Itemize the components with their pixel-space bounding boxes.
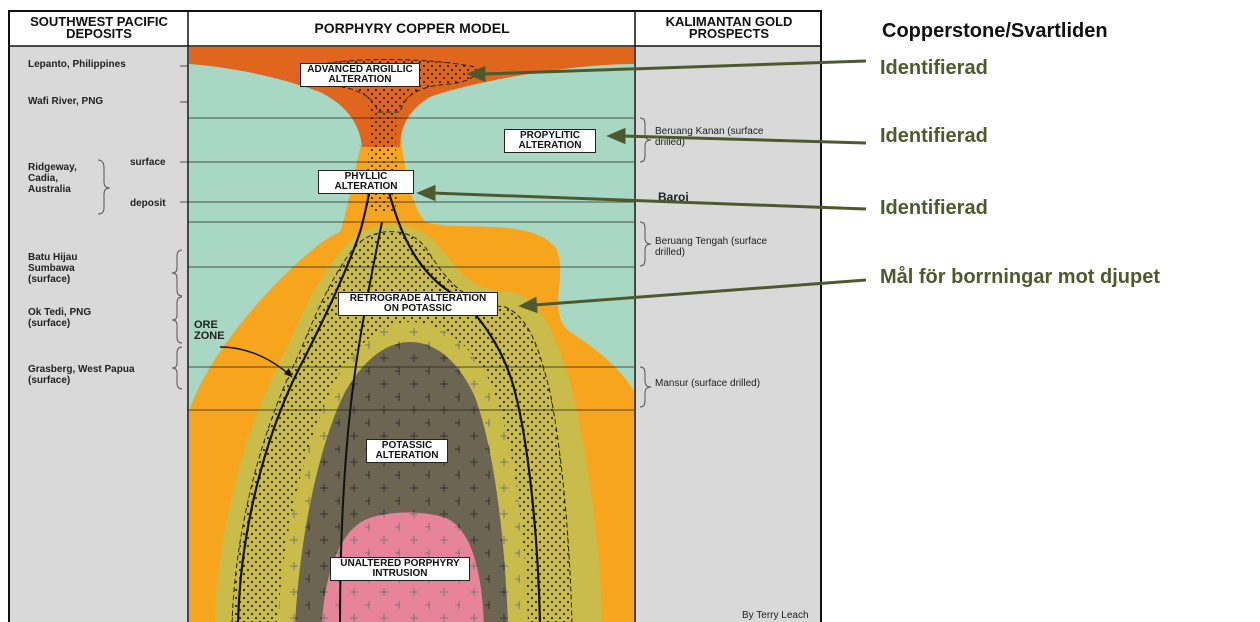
ore-shell-outline [231, 231, 573, 622]
label-potassic: POTASSIC ALTERATION [366, 439, 448, 463]
ore-zone-pointer [219, 346, 293, 378]
label-deposit: deposit [130, 198, 166, 209]
label-retrograde: RETROGRADE ALTERATION ON POTASSIC [338, 292, 498, 316]
annotation-status-1: Identifierad [880, 57, 988, 79]
label-baroi: Baroi [658, 190, 689, 204]
label-mansur: Mansur (surface drilled) [655, 378, 761, 389]
header-row [10, 12, 820, 46]
label-wafi: Wafi River, PNG [28, 96, 104, 107]
label-beruang-tengah: Beruang Tengah (surface drilled) [655, 236, 768, 258]
left-column-header: SOUTHWEST PACIFIC DEPOSITS [30, 14, 168, 41]
left-panel [10, 12, 188, 622]
label-phyllic: PHYLLIC ALTERATION [318, 170, 414, 194]
annotation-status-3: Identifierad [880, 197, 988, 219]
right-panel [635, 12, 820, 622]
label-ore-zone: ORE ZONE [194, 319, 225, 342]
label-advanced-argillic: ADVANCED ARGILLIC ALTERATION [300, 63, 420, 87]
ore-zone-line-left [236, 171, 376, 622]
label-batu: Batu Hijau Sumbawa (surface) [28, 252, 78, 285]
annotation-target: Mål för borrningar mot djupet [880, 266, 1160, 288]
model-svg [10, 12, 820, 622]
credit-label: By Terry Leach [742, 610, 809, 621]
label-beruang-kanan: Beruang Kanan (surface drilled) [655, 126, 764, 148]
annotation-status-2: Identifierad [880, 125, 988, 147]
right-column-header: KALIMANTAN GOLD PROSPECTS [665, 14, 793, 41]
label-oktedi: Ok Tedi, PNG (surface) [28, 307, 92, 329]
label-grasberg: Grasberg, West Papua (surface) [28, 364, 135, 386]
label-ridgeway: Ridgeway, Cadia, Australia [28, 162, 77, 195]
label-propylitic: PROPYLITIC ALTERATION [504, 129, 596, 153]
label-surface: surface [130, 157, 166, 168]
left-braces [97, 159, 183, 390]
center-column-header: PORPHYRY COPPER MODEL [314, 20, 510, 36]
ore-zone-line-inner [339, 221, 383, 622]
label-unaltered: UNALTERED PORPHYRY INTRUSION [330, 557, 470, 581]
annotation-title: Copperstone/Svartliden [882, 20, 1108, 42]
label-lepanto: Lepanto, Philippines [28, 59, 126, 70]
porphyry-model-figure: SOUTHWEST PACIFIC DEPOSITS PORPHYRY COPP… [8, 10, 822, 622]
